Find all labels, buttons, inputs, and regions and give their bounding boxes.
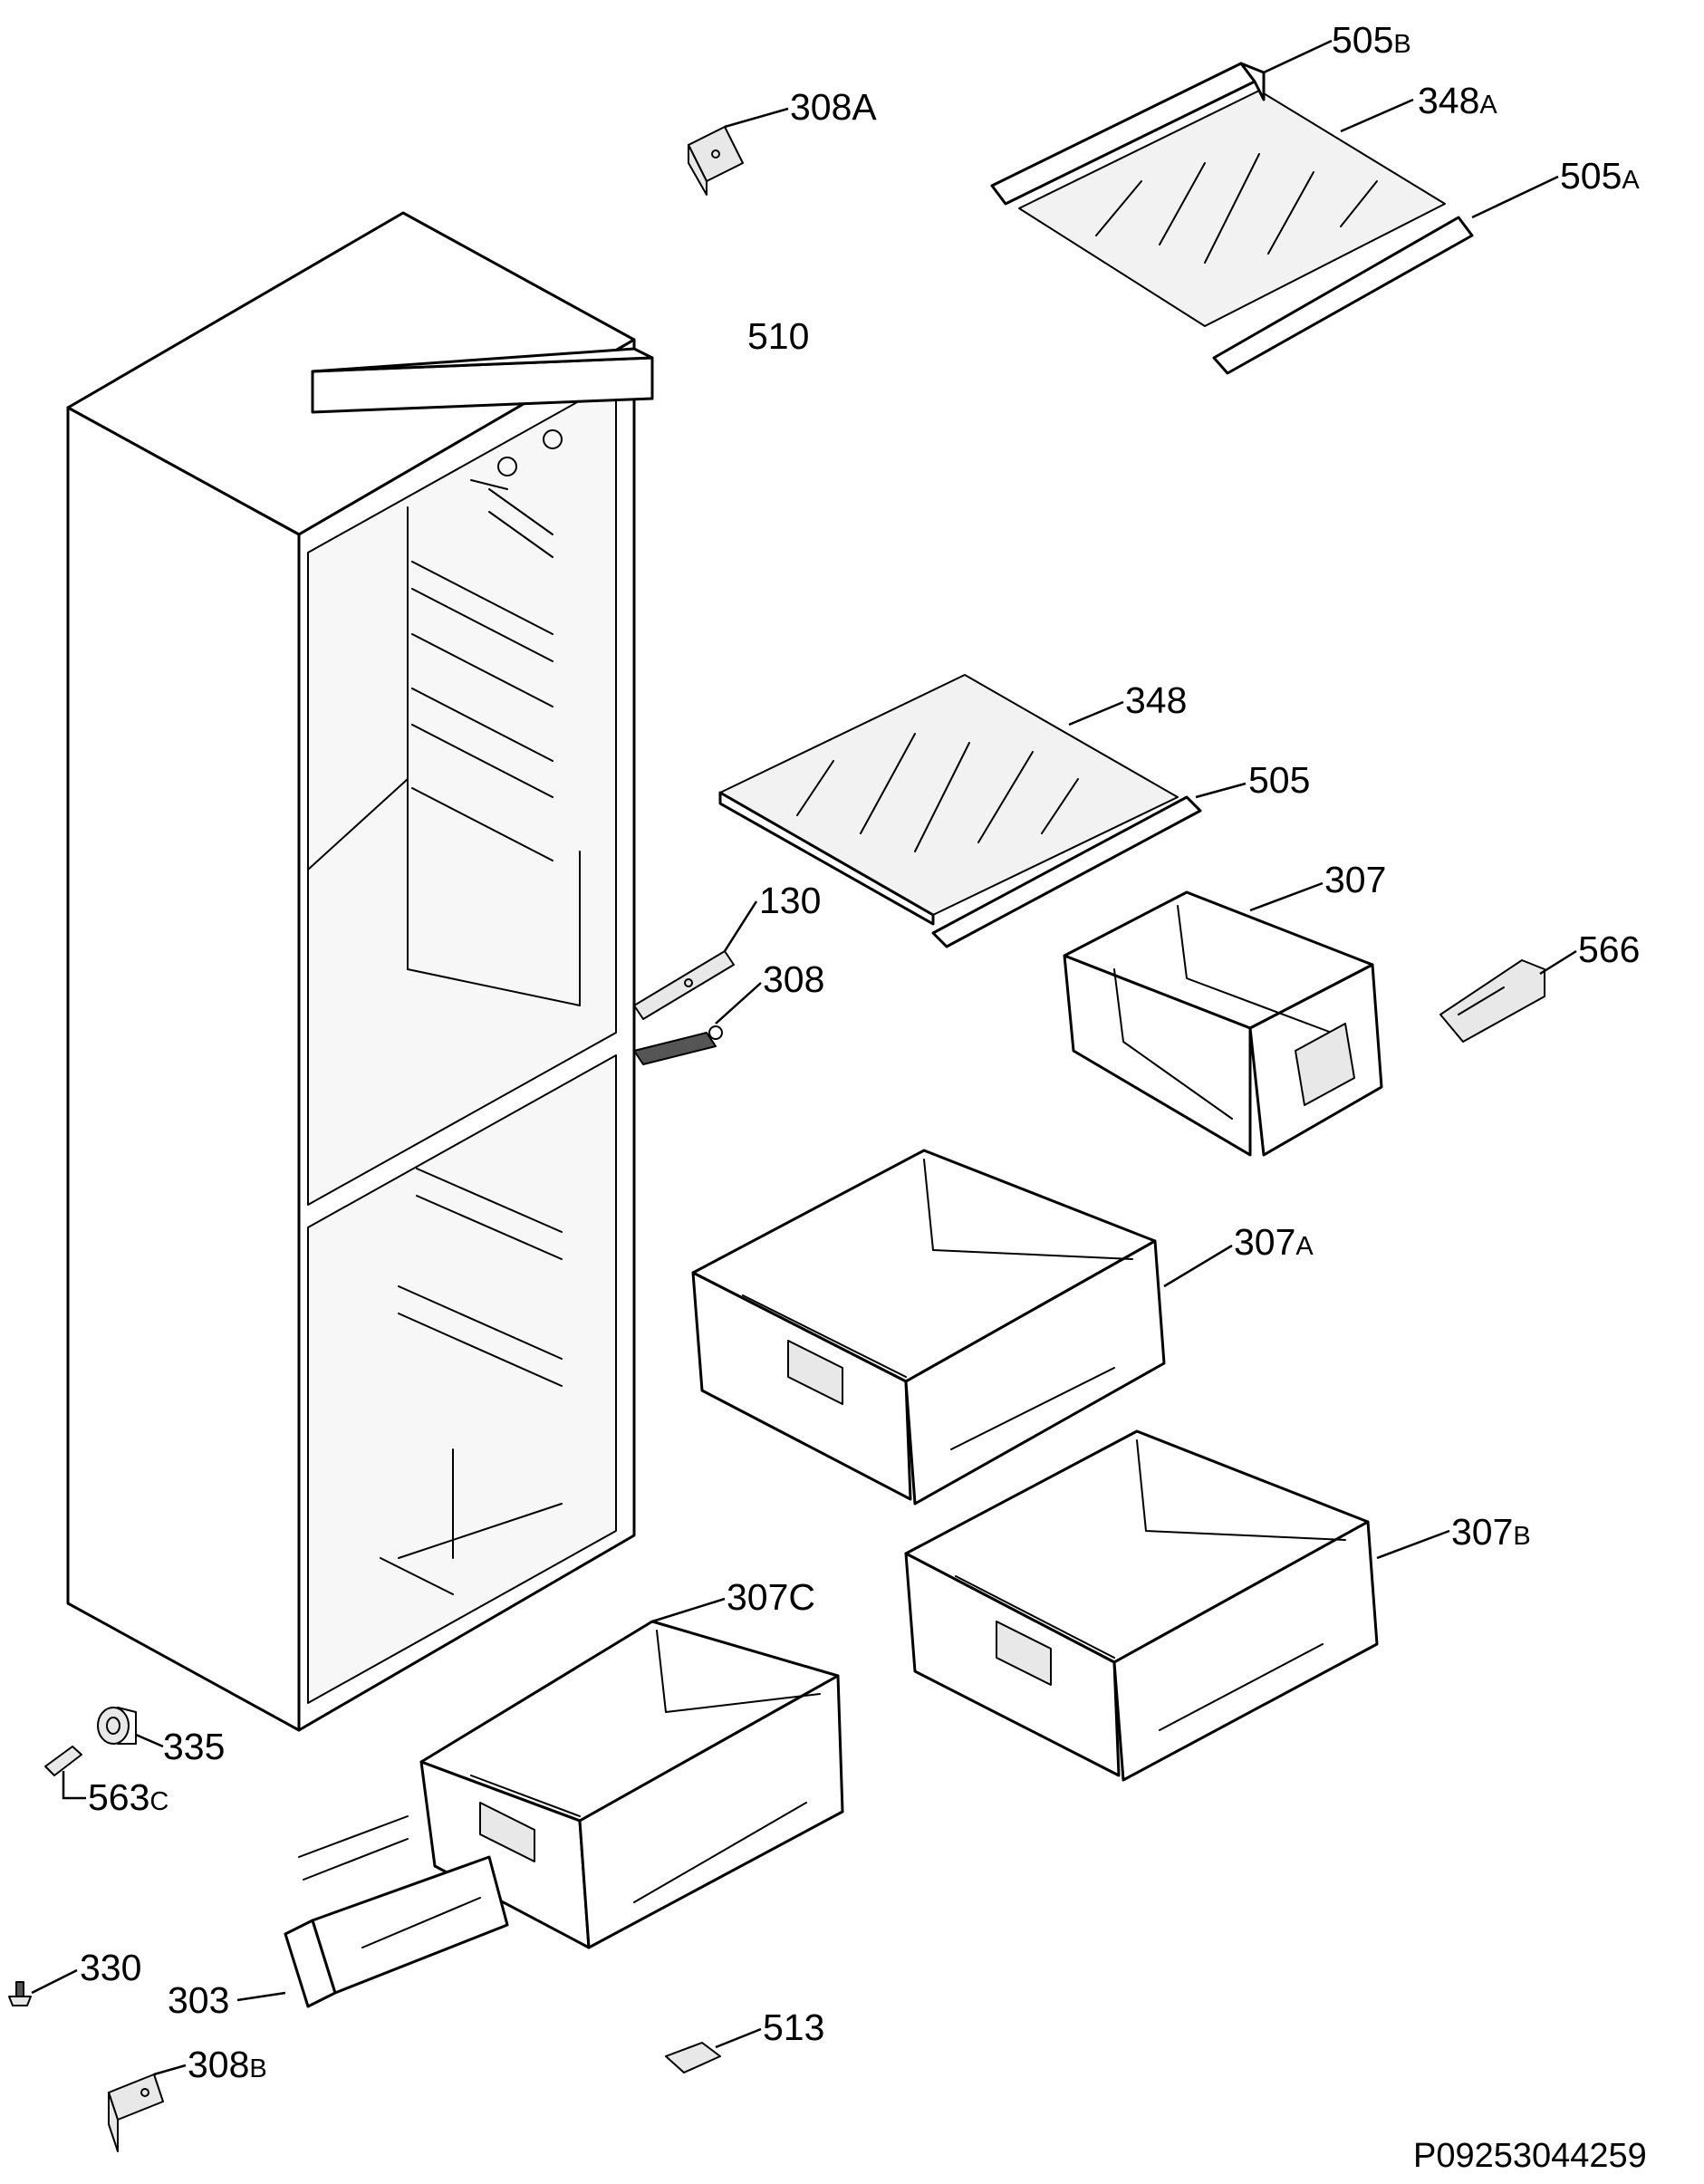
- part-505a-rail: [1212, 216, 1474, 375]
- lower-shelf-rails: [380, 1168, 563, 1595]
- fridge-cabinet: [66, 211, 654, 1732]
- label-307b: 307B: [1451, 1511, 1531, 1553]
- label-513: 513: [763, 2006, 824, 2048]
- label-510: 510: [747, 315, 809, 357]
- part-308b-hinge: [108, 2073, 164, 2152]
- part-307b-drawer: [904, 1429, 1379, 1782]
- part-303-kickplate: [284, 1815, 509, 2008]
- part-505b-rail: [990, 62, 1266, 206]
- label-348a: 348A: [1418, 80, 1497, 121]
- label-307a: 307A: [1234, 1221, 1314, 1263]
- part-330-screw: [8, 1981, 32, 2006]
- label-130: 130: [759, 880, 821, 921]
- label-307: 307: [1324, 859, 1386, 900]
- label-308: 308: [763, 958, 824, 1000]
- label-505: 505: [1248, 759, 1310, 801]
- part-130-hinge-plate: [633, 950, 735, 1020]
- label-563c: 563C: [88, 1776, 168, 1818]
- label-330: 330: [80, 1947, 141, 1988]
- part-labels: 505B 348A 505A 308A 510 348 505 130 308 …: [80, 19, 1640, 2085]
- part-307c-drawer: [419, 1620, 844, 1949]
- label-566: 566: [1578, 928, 1640, 970]
- label-307c: 307C: [727, 1576, 815, 1618]
- part-335-roller: [97, 1707, 137, 1745]
- part-563c-pin: [44, 1746, 82, 1776]
- part-348-glass-shelf: [718, 674, 1179, 926]
- document-code: P09253044259: [1413, 2137, 1647, 2175]
- label-505a: 505A: [1560, 155, 1640, 197]
- upper-shelf-rails: [411, 488, 554, 861]
- label-308a: 308A: [790, 86, 877, 128]
- label-303: 303: [168, 1979, 229, 2021]
- part-307a-drawer: [691, 1149, 1166, 1506]
- part-513-clip: [665, 2042, 721, 2073]
- part-308a-bracket: [688, 126, 744, 196]
- label-505b: 505B: [1332, 19, 1411, 61]
- control-panel: [311, 347, 654, 490]
- label-335: 335: [163, 1726, 225, 1767]
- label-308b: 308B: [188, 2044, 267, 2085]
- part-566-latch: [1439, 959, 1545, 1043]
- part-307-crisper-bin: [1063, 890, 1383, 1157]
- label-348: 348: [1125, 679, 1187, 721]
- part-348a-glass-shelf: [1018, 90, 1446, 327]
- part-308-hinge: [633, 1025, 723, 1065]
- part-505-rail: [931, 795, 1202, 948]
